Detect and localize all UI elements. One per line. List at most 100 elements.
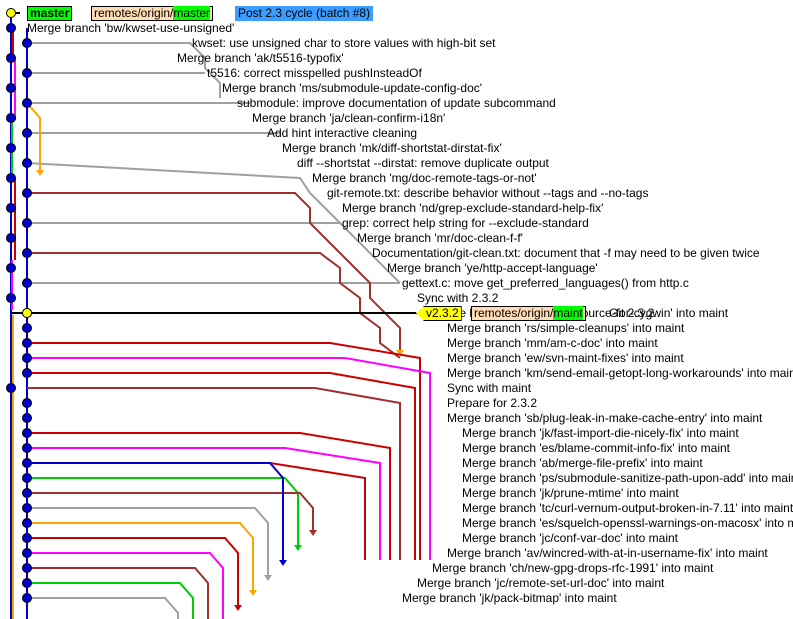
commit-dot[interactable] [22, 98, 32, 108]
commit-dot[interactable] [22, 398, 32, 408]
commit-dot[interactable] [22, 278, 32, 288]
commit-row-subject[interactable]: Merge branch 'mg/doc-remote-tags-or-not' [312, 171, 537, 185]
commit-row-subject[interactable]: Merge branch 'nd/grep-exclude-standard-h… [342, 201, 604, 215]
commit-row-subject[interactable]: Merge branch 'jk/fast-import-die-nicely-… [462, 426, 739, 440]
commit-row-subject[interactable]: Add hint interactive cleaning [267, 126, 418, 140]
graph-edge [27, 597, 179, 619]
commit-dot[interactable] [6, 23, 16, 33]
graph-edge [27, 537, 239, 605]
commit-row-subject[interactable]: Prepare for 2.3.2 [447, 396, 538, 410]
commit-dot[interactable] [6, 53, 16, 63]
remote-branch-maint-tag[interactable]: remotes/origin/maint [471, 306, 586, 321]
commit-dot[interactable] [22, 128, 32, 138]
commit-row-subject[interactable]: t5516: correct misspelled pushInsteadOf [207, 66, 422, 80]
commit-row-subject[interactable]: Merge branch 'ye/http-accept-language' [387, 261, 598, 275]
commit-dot[interactable] [6, 233, 16, 243]
head-commit-dot[interactable] [6, 8, 16, 18]
graph-edge [27, 387, 401, 560]
commit-dot[interactable] [22, 578, 32, 588]
commit-row-subject[interactable]: Merge branch 'ab/merge-file-prefix' into… [462, 456, 703, 470]
commit-row-subject[interactable]: kwset: use unsigned char to store values… [192, 36, 496, 50]
commit-row-subject[interactable]: git-remote.txt: describe behavior withou… [327, 186, 649, 200]
commit-dot[interactable] [22, 443, 32, 453]
commit-row-subject[interactable]: Merge branch 'mr/doc-clean-f-f' [357, 231, 523, 245]
commit-subject-note[interactable]: Post 2.3 cycle (batch #8) [235, 6, 374, 21]
commit-dot[interactable] [22, 563, 32, 573]
commit-dot[interactable] [6, 293, 16, 303]
commit-row-subject[interactable]: Merge branch 'av/wincred-with-at-in-user… [447, 546, 768, 560]
commit-dot[interactable] [22, 428, 32, 438]
commit-dot[interactable] [22, 368, 32, 378]
commit-row-subject[interactable]: Merge branch 'es/blame-commit-info-fix' … [462, 441, 731, 455]
commit-dot[interactable] [6, 113, 16, 123]
commit-dot[interactable] [22, 218, 32, 228]
commit-row-subject[interactable]: Documentation/git-clean.txt: document th… [372, 246, 760, 260]
commit-row-subject[interactable]: Merge branch 'km/send-email-getopt-long-… [447, 366, 793, 380]
commit-dot[interactable] [22, 413, 32, 423]
commit-dot[interactable] [6, 203, 16, 213]
commit-dot[interactable] [22, 548, 32, 558]
graph-edge [27, 477, 299, 545]
commit-row-subject[interactable]: submodule: improve documentation of upda… [237, 96, 556, 110]
commit-row-subject[interactable]: Merge branch 'es/squelch-openssl-warning… [462, 516, 793, 530]
commit-row-subject[interactable]: diff --shortstat --dirstat: remove dupli… [297, 156, 549, 170]
commit-row-subject[interactable]: Merge branch 'jc/remote-set-url-doc' int… [417, 576, 665, 590]
commit-row-subject[interactable]: Merge branch 'sb/plug-leak-in-make-cache… [447, 411, 763, 425]
commit-row-subject[interactable]: Merge branch 'jk/prune-mtime' into maint [462, 486, 679, 500]
graph-edge [27, 522, 254, 590]
commit-dot[interactable] [22, 68, 32, 78]
version-tag[interactable]: v2.3.2 [416, 306, 462, 321]
commit-dot[interactable] [22, 353, 32, 363]
maint-commit-dot[interactable] [22, 308, 32, 318]
commit-dot[interactable] [22, 473, 32, 483]
commit-row-subject[interactable]: Merge branch 'bw/kwset-use-unsigned' [27, 21, 235, 35]
branch-continues-arrow-icon [279, 560, 287, 566]
commit-subject[interactable]: Git 2.3.2 [609, 306, 655, 320]
commit-row-subject[interactable]: Merge branch 'jk/pack-bitmap' into maint [402, 591, 617, 605]
commit-dot[interactable] [22, 248, 32, 258]
graph-edge [27, 42, 221, 98]
commit-dot[interactable] [22, 593, 32, 603]
commit-row-subject[interactable]: Merge branch 'ps/submodule-sanitize-path… [462, 471, 793, 485]
commit-row-subject[interactable]: gettext.c: move get_preferred_languages(… [402, 276, 689, 290]
commit-row-subject[interactable]: Sync with 2.3.2 [417, 291, 499, 305]
commit-row-subject[interactable]: Sync with maint [447, 381, 532, 395]
commit-row-subject[interactable]: Merge branch 'ms/submodule-update-config… [222, 81, 483, 95]
commit-row-subject[interactable]: Merge branch 'mk/diff-shortstat-dirstat-… [282, 141, 502, 155]
commit-dot[interactable] [6, 83, 16, 93]
commit-dot[interactable] [22, 188, 32, 198]
commit-dot[interactable] [22, 533, 32, 543]
graph-edge [27, 342, 421, 560]
local-branch-master-tag[interactable]: master [27, 6, 73, 21]
commit-dot[interactable] [6, 263, 16, 273]
commit-dot[interactable] [22, 338, 32, 348]
commit-row-subject[interactable]: Merge branch 'ch/new-gpg-drops-rfc-1991'… [432, 561, 714, 575]
commit-dot[interactable] [22, 488, 32, 498]
commit-row-subject[interactable]: Merge branch 'ja/clean-confirm-i18n' [252, 111, 446, 125]
graph-edge [27, 492, 314, 530]
commit-dot[interactable] [6, 173, 16, 183]
commit-dot[interactable] [22, 323, 32, 333]
commit-row-subject[interactable]: Merge branch 'jc/conf-var-doc' into main… [462, 531, 679, 545]
commit-row-subject[interactable]: Merge branch 'mm/am-c-doc' into maint [447, 336, 658, 350]
commit-row-subject[interactable]: grep: correct help string for --exclude-… [342, 216, 589, 230]
remote-branch-master-tag[interactable]: remotes/origin/master [91, 6, 214, 21]
branch-continues-arrow-icon [36, 170, 44, 176]
commit-row-subject[interactable]: Merge branch 'rs/simple-cleanups' into m… [447, 321, 685, 335]
commit-dot[interactable] [22, 158, 32, 168]
commit-dot[interactable] [22, 458, 32, 468]
commit-row-subject[interactable]: Merge branch 'tc/curl-vernum-output-brok… [462, 501, 793, 515]
commit-dot[interactable] [22, 503, 32, 513]
graph-edge [27, 582, 194, 619]
graph-edge [27, 252, 401, 359]
commit-row-subject[interactable]: Merge branch 'ew/svn-maint-fixes' into m… [447, 351, 684, 365]
commit-row-subject[interactable]: Merge branch 'ak/t5516-typofix' [177, 51, 344, 65]
branch-continues-arrow-icon [309, 530, 317, 536]
commit-dot[interactable] [6, 143, 16, 153]
commit-dot[interactable] [22, 518, 32, 528]
commit-dot[interactable] [22, 38, 32, 48]
graph-edge [27, 447, 381, 560]
commit-dot[interactable] [6, 383, 16, 393]
